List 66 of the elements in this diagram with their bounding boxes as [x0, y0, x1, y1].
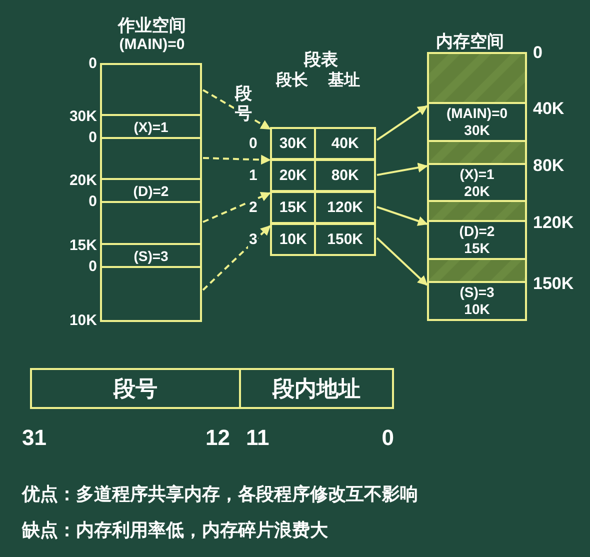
address-mark: 80K	[533, 156, 564, 176]
segment-label: (D)=2	[133, 182, 169, 198]
offset-label: 0	[88, 258, 97, 275]
segment-region	[100, 201, 202, 245]
offset-label: 30K	[69, 108, 97, 125]
segment-label: (MAIN)=0	[118, 36, 186, 53]
offset-label: 0	[88, 129, 97, 146]
occupied-block	[427, 140, 527, 165]
segment-label: (D)=2	[459, 223, 495, 240]
offset-label: 10K	[69, 312, 97, 329]
table-cell: 15K	[272, 193, 316, 222]
segment-region	[100, 137, 202, 180]
occupied-block	[427, 52, 527, 104]
note-text: 优点：多道程序共享内存，各段程序修改互不影响	[22, 483, 418, 506]
table-cell: 10K	[272, 225, 316, 254]
segment-label: (X)=1	[134, 118, 168, 134]
arrow	[376, 237, 428, 286]
table-row	[270, 127, 376, 160]
table-row	[270, 159, 376, 192]
segment-block	[427, 281, 527, 321]
occupied-block	[427, 200, 527, 222]
table-title: 段表	[302, 49, 339, 71]
table-cell: 20K	[272, 161, 316, 190]
address-mark: 40K	[533, 99, 564, 119]
segment-label: (S)=3	[134, 248, 168, 264]
note-text: 缺点：内存利用率低，内存碎片浪费大	[22, 519, 328, 542]
table-cell: 30K	[272, 129, 316, 158]
arrow	[376, 162, 428, 176]
bit-number: 0	[382, 425, 394, 451]
offset-label: 20K	[69, 172, 97, 189]
dashed-arrow	[202, 225, 271, 291]
column-header: 段长	[276, 70, 308, 91]
offset-label: 0	[88, 193, 97, 210]
address-mark: 150K	[533, 274, 574, 294]
dashed-arrow	[202, 192, 271, 223]
table-row	[270, 191, 376, 224]
segment-label: 20K	[464, 182, 490, 200]
address-mark: 0	[533, 43, 542, 63]
dashed-arrow	[202, 154, 271, 165]
segment-label: 15K	[464, 240, 490, 257]
offset-label: 0	[88, 55, 97, 72]
table-cell-text: 120K	[326, 198, 364, 218]
address-field: 段号	[30, 368, 241, 409]
segment-label: (MAIN)=0	[446, 105, 508, 122]
offset-label: 15K	[69, 237, 97, 254]
address-mark: 120K	[533, 213, 574, 233]
bit-number: 12	[206, 425, 230, 451]
row-number: 3	[248, 231, 258, 248]
heading-text: 内存空间	[435, 31, 505, 53]
table-cell-text: 80K	[330, 166, 360, 186]
column-header: 基址	[328, 70, 360, 91]
bit-number: 31	[22, 425, 46, 451]
bit-number: 11	[246, 425, 270, 451]
address-field: 段内地址	[239, 368, 394, 409]
arrow	[376, 105, 428, 141]
heading-text: 作业空间	[116, 15, 187, 37]
table-row	[270, 223, 376, 256]
arrow	[376, 206, 428, 226]
table-cell-text: 150K	[326, 230, 364, 250]
table-cell-text: 40K	[330, 134, 360, 154]
column-header: 段号	[234, 84, 253, 124]
segment-label: (X)=1	[460, 166, 494, 182]
segment-label: (S)=3	[460, 284, 494, 301]
segment-label: 10K	[464, 301, 490, 318]
segment-label: 30K	[464, 122, 490, 139]
occupied-block	[427, 258, 527, 283]
